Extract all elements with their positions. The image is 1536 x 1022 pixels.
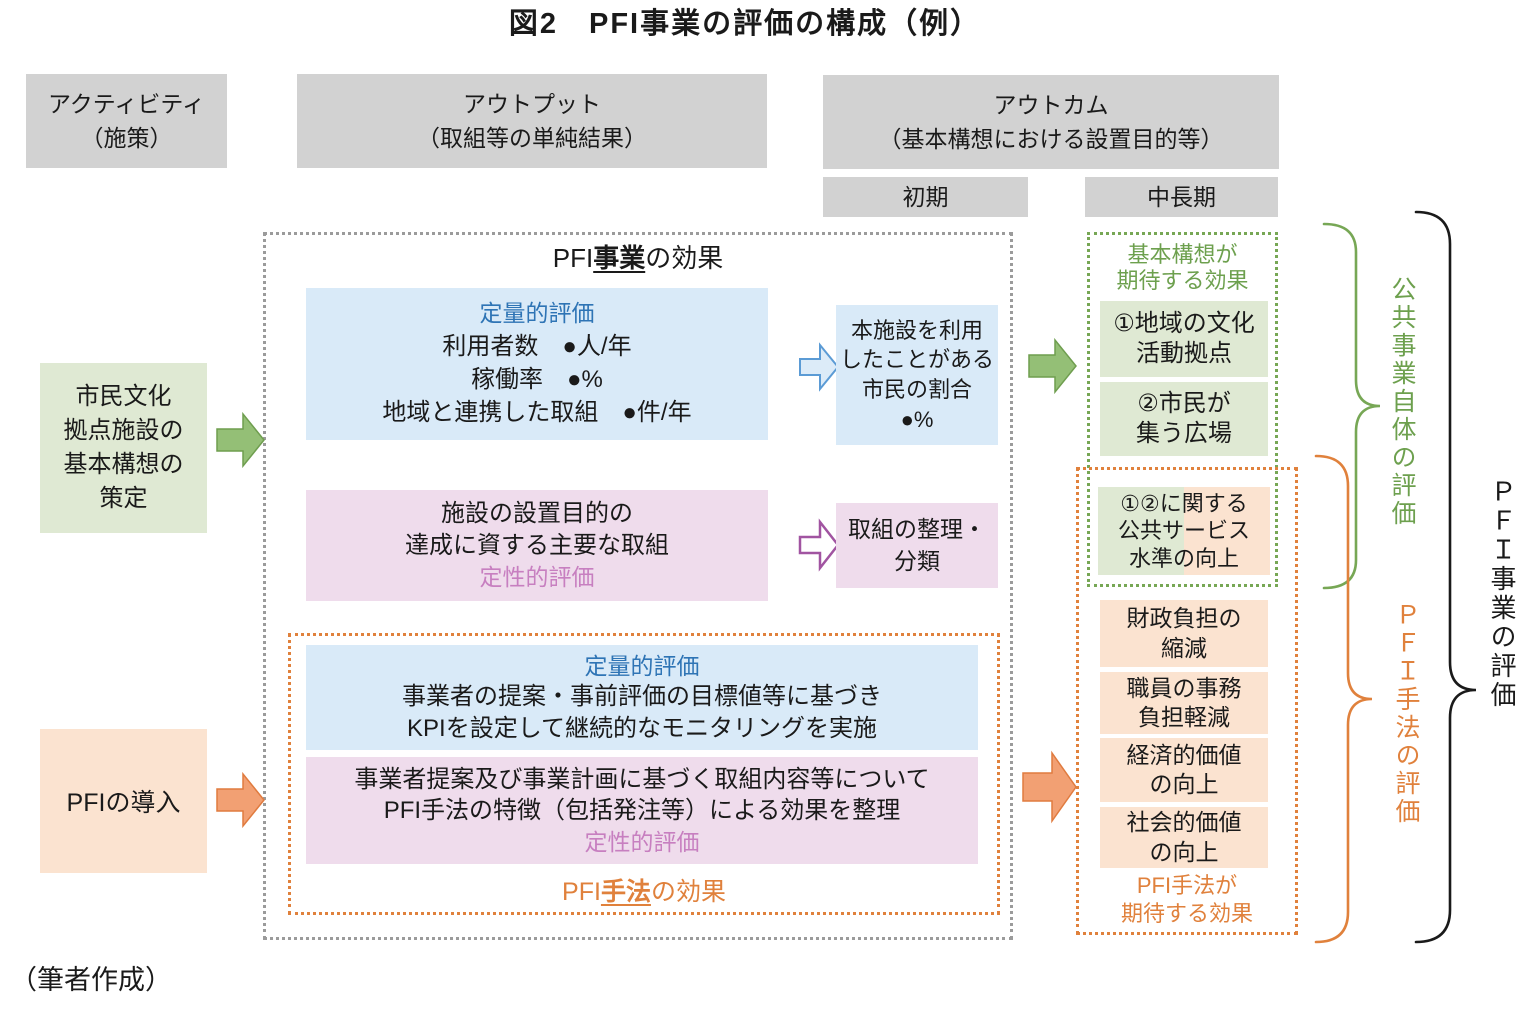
blue-arrow-icon	[798, 342, 840, 392]
outcome-green-item: ①地域の文化 活動拠点	[1100, 301, 1268, 377]
header-outcome-midlong: 中長期	[1085, 177, 1278, 217]
pfi-method-title-suffix: の効果	[650, 878, 726, 906]
qualitative-evaluation-label: 定性的評価	[479, 564, 595, 591]
quantitative-indicators: 利用者数 ●人/年 稼働率 ●% 地域と連携した取組 ●件/年	[382, 333, 692, 427]
orange-arrow-icon	[1022, 750, 1078, 824]
author-note: （筆者作成）	[10, 965, 172, 995]
pfi-method-effect-title: PFI手法の効果	[288, 872, 1000, 908]
pfi-method-title-prefix: PFI	[562, 878, 601, 906]
facility-usage-ratio-box: 本施設を利用 したことがある 市民の割合 ●%	[836, 305, 998, 445]
method-quantitative-text: 事業者の提案・事前評価の目標値等に基づき KPIを設定して継続的なモニタリングを…	[402, 683, 882, 742]
method-quantitative-box: 定量的評価 事業者の提案・事前評価の目標値等に基づき KPIを設定して継続的なモ…	[306, 645, 978, 750]
pfi-method-expected-effects-container	[1076, 467, 1298, 935]
pfi-business-title-suffix: の効果	[645, 243, 724, 273]
outcome-green-item: ②市民が 集う広場	[1100, 382, 1268, 456]
quantitative-evaluation-box: 定量的評価 利用者数 ●人/年 稼働率 ●% 地域と連携した取組 ●件/年	[306, 288, 768, 440]
green-arrow-icon	[216, 412, 266, 468]
pfi-method-evaluation-label: ＰＦＩ手法の評価	[1392, 602, 1420, 826]
header-outcome: アウトカム （基本構想における設置目的等）	[823, 75, 1279, 169]
pfi-business-effect-container	[263, 232, 1013, 940]
orange-brace-icon	[1312, 454, 1376, 944]
method-qualitative-box: 事業者提案及び事業計画に基づく取組内容等について PFI手法の特徴（包括発注等）…	[306, 757, 978, 864]
outcome-orange-item: 経済的価値 の向上	[1100, 738, 1268, 802]
activity-box-basic-plan: 市民文化 拠点施設の 基本構想の 策定	[40, 363, 207, 533]
activity-box-pfi-introduction: PFIの導入	[40, 729, 207, 873]
outcome-orange-item: 職員の事務 負担軽減	[1100, 672, 1268, 734]
pfi-business-evaluation-label: ＰＦＩ事業の評価	[1487, 478, 1517, 710]
pfi-method-effect-container	[288, 633, 1000, 915]
qualitative-initiatives: 施設の設置目的の 達成に資する主要な取組	[405, 499, 669, 559]
diagram-title: 図2 PFI事業の評価の構成（例）	[508, 8, 982, 40]
green-arrow-icon	[1028, 338, 1078, 394]
header-activity: アクティビティ （施策）	[26, 74, 227, 168]
pfi-method-title-emph: 手法	[600, 878, 651, 906]
method-qualitative-label: 定性的評価	[584, 828, 700, 855]
outcome-orange-item: 社会的価値 の向上	[1100, 807, 1268, 868]
green-brace-icon	[1320, 222, 1384, 590]
initiative-sorting-box: 取組の整理・ 分類	[836, 503, 998, 588]
purple-arrow-icon	[798, 518, 840, 572]
pfi-business-title-prefix: PFI	[552, 243, 594, 273]
public-service-level-box: ①②に関する 公共サービス 水準の向上	[1098, 487, 1270, 575]
basic-plan-effects-header: 基本構想が 期待する効果	[1116, 242, 1249, 294]
public-project-evaluation-label: 公共事業自体の評価	[1388, 276, 1416, 528]
quantitative-evaluation-label: 定量的評価	[479, 300, 595, 327]
method-quantitative-label: 定量的評価	[584, 652, 700, 679]
basic-plan-effects-container	[1087, 232, 1278, 587]
header-output: アウトプット （取組等の単純結果）	[297, 74, 767, 168]
pfi-business-effect-title: PFI事業の効果	[263, 238, 1013, 275]
header-outcome-initial: 初期	[823, 177, 1028, 217]
black-brace-icon	[1412, 210, 1480, 944]
outcome-orange-item: 財政負担の 縮減	[1100, 600, 1268, 667]
pfi-business-title-emph: 事業	[593, 243, 646, 273]
qualitative-evaluation-box: 施設の設置目的の 達成に資する主要な取組 定性的評価	[306, 490, 768, 601]
orange-arrow-icon	[216, 772, 266, 828]
pfi-method-expected-effects-label: PFI手法が 期待する効果	[1120, 873, 1253, 926]
method-qualitative-text: 事業者提案及び事業計画に基づく取組内容等について PFI手法の特徴（包括発注等）…	[354, 765, 930, 825]
